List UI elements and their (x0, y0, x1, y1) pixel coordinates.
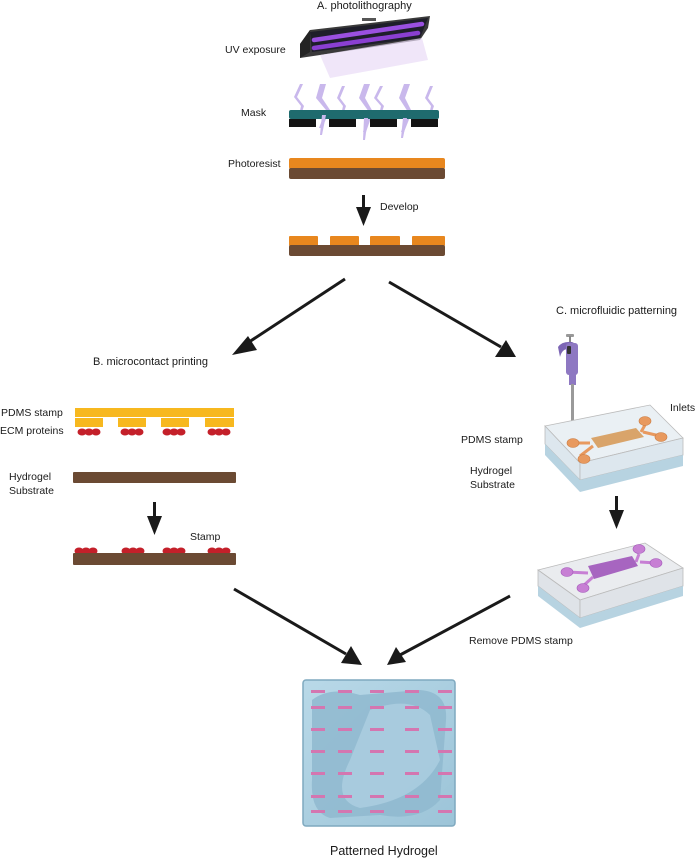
pattern-dash (338, 690, 352, 693)
pattern-dash (405, 750, 419, 753)
pattern-dash (405, 810, 419, 813)
pattern-dash (338, 810, 352, 813)
pattern-dash (405, 706, 419, 709)
pattern-dash (370, 795, 384, 798)
pattern-dash (338, 706, 352, 709)
patterned-hydrogel-label: Patterned Hydrogel (330, 844, 438, 858)
pattern-dash (311, 690, 325, 693)
stamp-label: Stamp (190, 531, 221, 543)
microfluidic-chip-1 (544, 404, 684, 492)
ecm-proteins (77, 428, 231, 436)
pattern-dash (438, 810, 452, 813)
pattern-dash (370, 706, 384, 709)
arrow-to-c (388, 280, 516, 357)
remove-arrow (609, 496, 624, 529)
section-a-title: A. photolithography (317, 0, 412, 12)
mask-icon (289, 110, 439, 140)
photoresist-layer (289, 158, 445, 179)
substrate-label-c: Substrate (470, 479, 515, 491)
pattern-dash (311, 706, 325, 709)
section-c-title: C. microfluidic patterning (556, 305, 678, 317)
pattern-dash (438, 750, 452, 753)
develop-arrow (356, 195, 371, 226)
patterned-hydrogel-icon (302, 679, 456, 827)
pattern-dash (311, 795, 325, 798)
pattern-dash (405, 728, 419, 731)
microfluidic-chip-2 (537, 542, 684, 628)
hydrogel-label-c: Hydrogel (470, 465, 513, 477)
pattern-dash (405, 795, 419, 798)
stamped-substrate (73, 547, 236, 565)
pattern-dash (311, 728, 325, 731)
pattern-dash (338, 750, 352, 753)
substrate-label-b: Substrate (9, 485, 54, 497)
stamp-arrow (147, 502, 162, 535)
pdms-stamp-label-b: PDMS stamp (1, 407, 63, 419)
developed-layer (289, 236, 445, 256)
pattern-dash (405, 690, 419, 693)
uv-glow (320, 38, 428, 78)
hydrogel-substrate-b (73, 472, 236, 483)
pdms-stamp-b (75, 408, 234, 427)
pattern-dash (311, 772, 325, 775)
pattern-dash (438, 690, 452, 693)
pattern-dash (370, 690, 384, 693)
pattern-dash (338, 728, 352, 731)
section-b-title: B. microcontact printing (93, 356, 208, 368)
pattern-dash (311, 750, 325, 753)
inlets-label: Inlets (670, 402, 696, 414)
mask-label: Mask (241, 107, 267, 119)
arrow-from-b (233, 587, 362, 665)
photoresist-label: Photoresist (228, 158, 281, 170)
pattern-dash (370, 750, 384, 753)
pattern-dash (438, 795, 452, 798)
pattern-dash (438, 728, 452, 731)
remove-pdms-label: Remove PDMS stamp (469, 635, 573, 647)
uv-exposure-label: UV exposure (225, 44, 286, 56)
arrow-to-b (232, 277, 346, 355)
hydrogel-label-b: Hydrogel (9, 471, 52, 483)
pattern-dash (370, 810, 384, 813)
pattern-dash (338, 795, 352, 798)
pattern-dash (405, 772, 419, 775)
pattern-dash (370, 772, 384, 775)
develop-label: Develop (380, 201, 419, 213)
pdms-stamp-label-c: PDMS stamp (461, 434, 523, 446)
uv-lamp-icon (300, 16, 430, 78)
pattern-dash (370, 728, 384, 731)
pattern-dash (438, 772, 452, 775)
ecm-proteins-label: ECM proteins (0, 425, 64, 437)
pattern-dash (311, 810, 325, 813)
pattern-dash (338, 772, 352, 775)
pattern-dash (438, 706, 452, 709)
arrow-from-c (387, 594, 511, 665)
